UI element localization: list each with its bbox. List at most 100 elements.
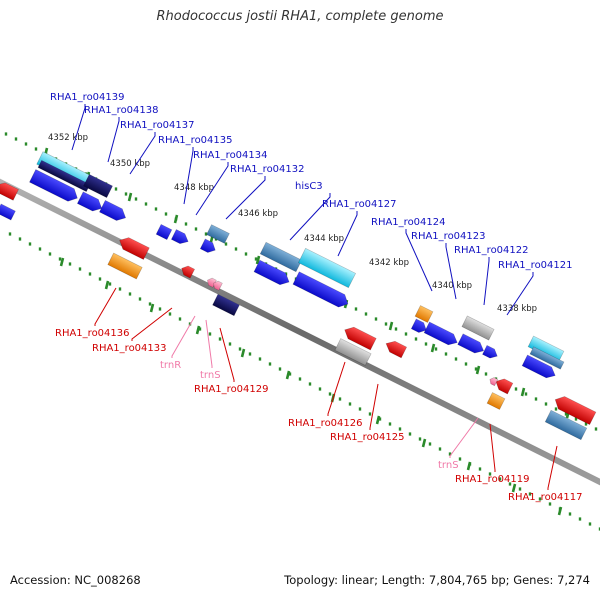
trna-feature[interactable] [212, 280, 223, 291]
reverse-gene-label[interactable]: RHA1_ro04125 [330, 432, 405, 443]
scale-label: 4338 kbp [497, 304, 537, 314]
gene-feature-dark[interactable] [83, 173, 113, 199]
reverse-gene-leader [94, 287, 117, 326]
reverse-gene-label[interactable]: RHA1_ro04129 [194, 384, 269, 395]
forward-gene-label[interactable]: hisC3 [295, 181, 323, 192]
forward-gene-leader [483, 257, 490, 306]
reverse-gene-leader [171, 315, 196, 358]
trna-gene-label[interactable]: trnR [160, 360, 181, 371]
forward-gene-leader [506, 272, 534, 316]
scale-label: 4350 kbp [110, 159, 150, 169]
gene-feature-red[interactable] [383, 338, 408, 359]
reverse-gene-label[interactable]: RHA1_ro04117 [508, 492, 583, 503]
forward-gene-leader [195, 162, 229, 216]
scale-label: 4344 kbp [304, 234, 344, 244]
forward-gene-label[interactable]: RHA1_ro04124 [371, 217, 446, 228]
reverse-gene-label[interactable]: RHA1_ro04133 [92, 343, 167, 354]
topology-label: Topology: linear; Length: 7,804,765 bp; … [284, 573, 590, 587]
forward-gene-leader [183, 147, 194, 205]
gene-feature-gray[interactable] [461, 315, 495, 341]
forward-gene-label[interactable]: RHA1_ro04122 [454, 245, 529, 256]
trna-gene-label[interactable]: trnS [438, 460, 459, 471]
forward-gene-label[interactable]: RHA1_ro04139 [50, 92, 125, 103]
gene-feature-blue[interactable] [482, 344, 500, 360]
forward-gene-leader [225, 176, 266, 220]
lower-major-tick [59, 257, 65, 267]
gene-feature-blue[interactable] [170, 229, 190, 247]
reverse-gene-label[interactable]: RHA1_ro04119 [455, 474, 530, 485]
gene-feature-steel[interactable] [259, 241, 303, 273]
scale-label: 4348 kbp [174, 183, 214, 193]
forward-gene-label[interactable]: RHA1_ro04137 [120, 120, 195, 131]
gene-feature-blue[interactable] [29, 169, 81, 205]
reverse-gene-label[interactable]: RHA1_ro04126 [288, 418, 363, 429]
trna-feature[interactable] [206, 277, 217, 288]
gene-feature-gray[interactable] [334, 338, 372, 366]
gene-feature-steel[interactable] [206, 224, 230, 244]
gene-feature-blue[interactable] [199, 238, 217, 255]
gene-feature-blue[interactable] [76, 191, 104, 214]
gene-feature-blue[interactable] [253, 259, 292, 288]
gene-feature-left-red[interactable] [0, 180, 19, 201]
forward-gene-leader [71, 104, 86, 151]
reverse-gene-leader [327, 361, 346, 416]
forward-gene-label[interactable]: RHA1_ro04127 [322, 199, 397, 210]
gene-feature-red[interactable] [342, 324, 377, 351]
lower-major-tick [511, 483, 517, 493]
reverse-gene-leader [449, 417, 479, 458]
gene-feature-red[interactable] [179, 264, 196, 279]
gene-feature-orange[interactable] [107, 252, 143, 280]
gene-feature-blue[interactable] [521, 354, 558, 381]
genome-axis [0, 178, 600, 486]
upper-major-tick [173, 214, 179, 224]
lower-major-tick [149, 303, 155, 313]
gene-feature-red[interactable] [117, 234, 150, 260]
lower-major-tick [195, 325, 201, 335]
gene-feature-blue[interactable] [410, 318, 428, 335]
upper-major-tick [255, 255, 261, 265]
gene-feature-red[interactable] [493, 376, 514, 395]
trna-feature[interactable] [488, 376, 499, 387]
gene-feature-red[interactable] [552, 393, 597, 426]
gene-feature-blue[interactable] [155, 223, 173, 241]
reverse-gene-leader [489, 423, 496, 472]
forward-gene-label[interactable]: RHA1_ro04135 [158, 135, 233, 146]
gene-feature-dark[interactable] [212, 293, 240, 317]
forward-gene-label[interactable]: RHA1_ro04132 [230, 164, 305, 175]
gene-feature-orange[interactable] [414, 305, 434, 323]
forward-gene-label[interactable]: RHA1_ro04134 [193, 150, 268, 161]
lower-major-tick [557, 506, 563, 516]
upper-major-tick [430, 343, 436, 353]
gene-feature-dark-overlay[interactable] [37, 159, 91, 193]
gene-feature-blue[interactable] [423, 321, 460, 348]
forward-gene-leader [405, 229, 433, 292]
gene-feature-blue[interactable] [457, 333, 487, 356]
forward-gene-label[interactable]: RHA1_ro04123 [411, 231, 486, 242]
forward-gene-leader [445, 243, 457, 300]
gene-feature-steel[interactable] [544, 409, 588, 441]
reverse-gene-leader [369, 383, 379, 430]
gene-feature-left-blue[interactable] [0, 203, 16, 221]
gene-feature-blue[interactable] [99, 199, 128, 223]
lower-major-tick [240, 348, 246, 358]
trna-gene-label[interactable]: trnS [200, 370, 221, 381]
lower-major-tick [375, 415, 381, 425]
forward-gene-label[interactable]: RHA1_ro04121 [498, 260, 573, 271]
lower-major-tick [421, 438, 427, 448]
gene-feature-cyan[interactable] [297, 247, 357, 289]
gene-feature-steel[interactable] [529, 346, 565, 370]
gene-feature-orange[interactable] [486, 392, 506, 410]
upper-major-tick [475, 365, 481, 375]
forward-gene-leader [289, 193, 331, 241]
lower-scale-track [8, 232, 600, 531]
lower-major-tick [285, 370, 291, 380]
forward-gene-leader [129, 132, 156, 175]
gene-feature-blue[interactable] [292, 271, 351, 310]
scale-label: 4342 kbp [369, 258, 409, 268]
reverse-gene-leader [219, 327, 235, 382]
forward-gene-label[interactable]: RHA1_ro04138 [84, 105, 159, 116]
reverse-gene-leader [131, 307, 173, 341]
reverse-gene-label[interactable]: RHA1_ro04136 [55, 328, 130, 339]
